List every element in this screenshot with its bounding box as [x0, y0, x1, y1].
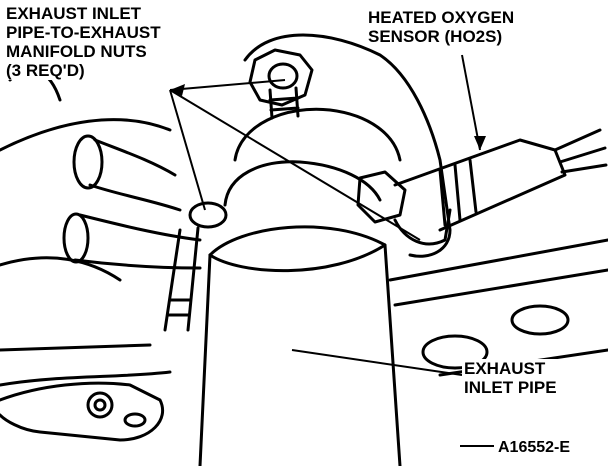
- manifold-outlet: [233, 107, 402, 162]
- floor-hole: [510, 304, 570, 336]
- top-nut: [248, 48, 314, 107]
- left-tube: [78, 213, 202, 242]
- figure-id: A16552-E: [496, 438, 573, 457]
- label-manifold-nuts: EXHAUST INLET PIPE-TO-EXHAUST MANIFOLD N…: [4, 4, 163, 80]
- engine-block-contour: [0, 256, 122, 282]
- arrowhead-sensor: [474, 136, 486, 150]
- leader-nuts-top: [169, 79, 286, 91]
- manifold-outlet: [223, 160, 382, 207]
- bracket-slot: [123, 412, 147, 428]
- label-line: SENSOR (HO2S): [368, 27, 503, 46]
- engine-block-contour: [0, 343, 152, 352]
- label-line: EXHAUST INLET: [6, 4, 142, 23]
- arrowhead-nuts: [170, 84, 185, 96]
- inlet-pipe: [198, 253, 212, 466]
- manifold-flange: [243, 33, 452, 258]
- label-line: MANIFOLD NUTS: [6, 42, 147, 61]
- sensor-nut: [356, 170, 407, 224]
- leader-nuts-left: [169, 89, 206, 211]
- engine-block-contour: [0, 118, 172, 152]
- bracket: [0, 381, 164, 442]
- left-stud: [163, 226, 200, 332]
- leader-nuts-right: [169, 89, 421, 241]
- label-line: (3 REQ'D): [6, 61, 85, 80]
- left-tube: [73, 258, 202, 270]
- sensor-body: [438, 158, 478, 227]
- left-tube-end: [62, 212, 90, 264]
- floor-hole: [421, 334, 489, 370]
- left-tube: [93, 138, 177, 177]
- left-tube-end: [72, 134, 104, 190]
- label-line: HEATED OXYGEN: [368, 8, 515, 27]
- label-line: PIPE-TO-EXHAUST: [6, 23, 161, 42]
- label-line: EXHAUST: [464, 359, 546, 378]
- leader-pipe: [291, 349, 463, 376]
- left-tube: [88, 183, 182, 212]
- inlet-pipe: [208, 225, 402, 466]
- label-line: INLET PIPE: [464, 378, 557, 397]
- label-inlet-pipe: EXHAUST INLET PIPE: [462, 359, 559, 397]
- top-stud: [267, 62, 299, 90]
- engine-block-contour: [0, 370, 172, 387]
- bracket-hole: [93, 398, 107, 412]
- sensor-wire: [553, 128, 608, 174]
- left-stud-thread: [166, 298, 192, 317]
- bracket-hole: [86, 391, 114, 419]
- inlet-pipe-rim: [208, 243, 387, 273]
- left-nut: [188, 201, 228, 229]
- leader-sensor: [461, 54, 481, 151]
- top-stud: [268, 86, 300, 120]
- label-oxygen-sensor: HEATED OXYGEN SENSOR (HO2S): [366, 8, 517, 46]
- sensor-boss: [393, 208, 452, 246]
- sensor-body: [393, 138, 567, 232]
